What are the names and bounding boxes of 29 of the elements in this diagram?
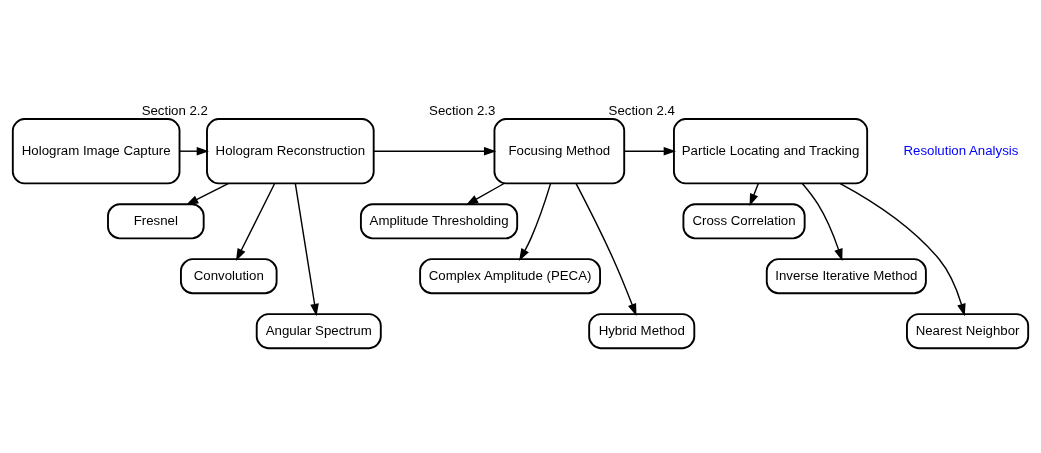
legend-label: Resolution Analysis (903, 142, 1019, 158)
node-box: Hologram Reconstruction (206, 118, 375, 185)
arrow (575, 182, 637, 316)
node-label: Section 2.2 (141, 103, 208, 119)
node-box: Cross Correlation (682, 203, 806, 240)
arrow (623, 146, 676, 156)
node-label: Section 2.3 (429, 103, 496, 119)
node-box: Amplitude Thresholding (359, 203, 519, 240)
node-box: Hybrid Method (588, 313, 696, 350)
node-box: Focusing Method (493, 118, 626, 185)
arrow (465, 182, 505, 206)
arrow (178, 146, 209, 156)
node-box: Convolution (180, 258, 278, 295)
arrow (749, 182, 760, 207)
node-label: Section 2.4 (608, 103, 675, 119)
node-box: Complex Amplitude (PECA) (419, 258, 601, 295)
arrow (839, 182, 966, 317)
node-box: Particle Locating and Tracking (673, 118, 869, 185)
node-box: Fresnel (107, 203, 205, 240)
arrow (185, 182, 230, 206)
node-box: Hologram Image Capture (11, 118, 181, 185)
arrow (373, 146, 497, 156)
arrow (519, 182, 552, 261)
arrow (235, 182, 276, 261)
node-box: Inverse Iterative Method (765, 258, 927, 295)
arrow (294, 182, 319, 317)
arrow (801, 182, 843, 262)
node-box: Nearest Neighbor (906, 313, 1030, 350)
node-box: Angular Spectrum (255, 313, 382, 350)
